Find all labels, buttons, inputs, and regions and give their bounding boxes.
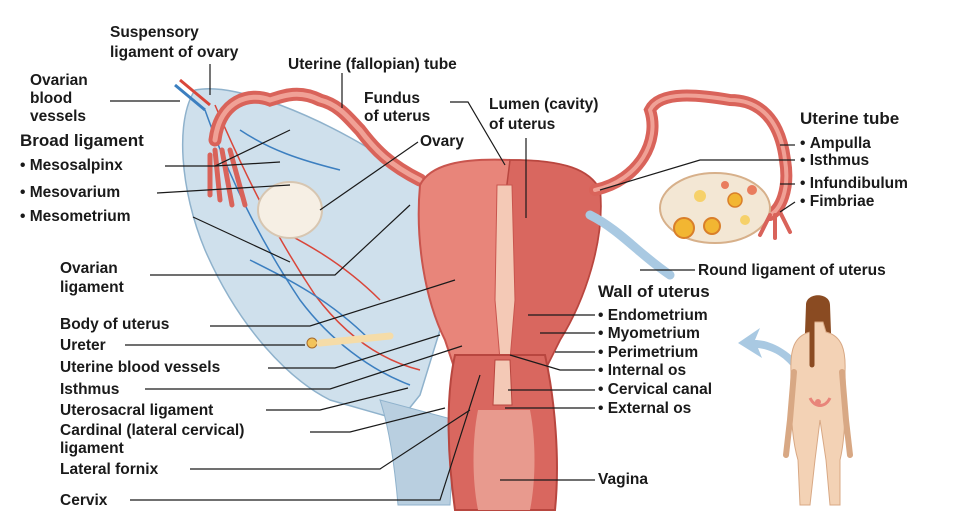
fimbriae-label: Fimbriae [800, 193, 875, 210]
endometrium-label: Endometrium [598, 307, 708, 324]
ovarian-ligament-label-1: Ovarian [60, 260, 118, 277]
uterosacral-label: Uterosacral ligament [60, 402, 214, 419]
round-ligament [585, 210, 675, 280]
body-of-uterus-label: Body of uterus [60, 316, 170, 333]
lower-ligament-sheet [379, 399, 456, 506]
mesosalpinx-label: Mesosalpinx [20, 157, 123, 174]
suspensory-label-1: Suspensory [110, 24, 199, 41]
orientation-arrow [738, 328, 805, 380]
ovarian-vessels-label-2: blood [30, 90, 73, 107]
uterine-tube-header: Uterine tube [800, 109, 900, 128]
lumen-label-1: Lumen (cavity) [489, 96, 599, 113]
ampulla-label: Ampulla [800, 135, 871, 152]
ureter-label: Ureter [60, 337, 106, 354]
ovarian-vessels-label-3: vessels [30, 108, 87, 125]
wall-of-uterus-header: Wall of uterus [598, 282, 710, 301]
lateral-fornix-label: Lateral fornix [60, 461, 159, 478]
internal-os-label: Internal os [598, 362, 686, 379]
isthmus-left-label: Isthmus [60, 381, 120, 398]
isthmus-right-label: Isthmus [800, 152, 869, 169]
body-orientation-figure [783, 295, 853, 506]
broad-ligament-header: Broad ligament [20, 131, 144, 150]
vaginal-canal [473, 410, 535, 510]
vagina-label: Vagina [598, 471, 648, 488]
right-fimbriae [758, 210, 792, 240]
ovarian-vessels-label-1: Ovarian [30, 72, 88, 89]
infundibulum-label: Infundibulum [800, 175, 908, 192]
mesovarium-label: Mesovarium [20, 184, 120, 201]
myometrium-label: Myometrium [598, 325, 700, 342]
fundus-label-1: Fundus [364, 90, 420, 107]
round-ligament-label: Round ligament of uterus [698, 262, 886, 279]
cardinal-label-1: Cardinal (lateral cervical) [60, 422, 245, 439]
left-ovary [257, 181, 323, 239]
cervical-canal-shape [492, 359, 513, 406]
left-fimbriae [207, 147, 248, 208]
mesometrium-label: Mesometrium [20, 208, 131, 225]
ureter-cut [306, 337, 318, 349]
uterine-fallopian-tube-label: Uterine (fallopian) tube [288, 56, 457, 73]
ovary-label: Ovary [420, 133, 464, 150]
lumen-label-2: of uterus [489, 116, 556, 133]
ovarian-follicles [673, 181, 757, 239]
cardinal-label-2: ligament [60, 440, 124, 457]
cervix-label: Cervix [60, 492, 108, 509]
cervical-canal-label: Cervical canal [598, 381, 712, 398]
suspensory-label-2: ligament of ovary [110, 44, 239, 61]
ovarian-ligament-label-2: ligament [60, 279, 124, 296]
fundus-label-2: of uterus [364, 108, 431, 125]
leader-lines [110, 64, 796, 501]
external-os-label: External os [598, 400, 692, 417]
perimetrium-label: Perimetrium [598, 344, 698, 361]
uterine-lumen [494, 184, 516, 361]
uterine-blood-vessels-label: Uterine blood vessels [60, 359, 221, 376]
